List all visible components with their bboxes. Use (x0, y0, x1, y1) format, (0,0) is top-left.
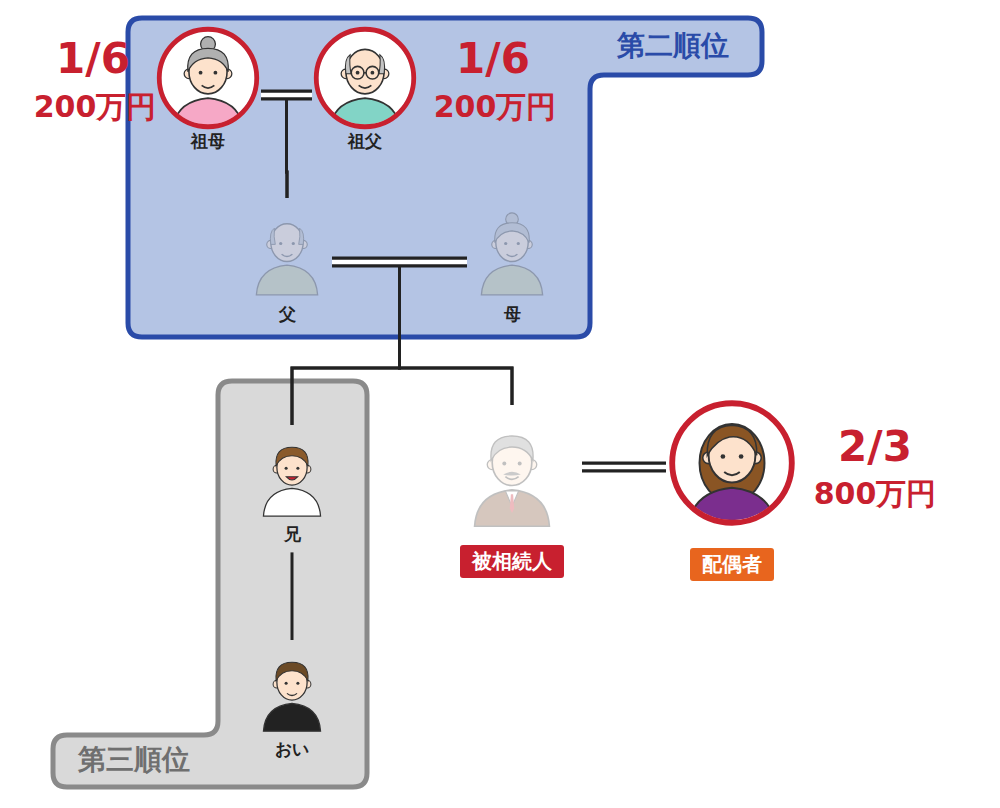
person-icon (250, 640, 334, 735)
share-fraction: 2/3 (838, 424, 912, 470)
person-drawing (475, 436, 550, 526)
person-figure: おい (250, 640, 334, 759)
person-icon (467, 198, 557, 298)
person-figure: 母 (467, 198, 557, 324)
line-inner (332, 260, 467, 265)
share-amount: 800万円 (814, 477, 937, 510)
band-outline (50, 378, 370, 790)
role-tag: 配偶者 (690, 548, 774, 581)
share-fraction: 1/6 (456, 36, 530, 82)
rank-title: 第二順位 (617, 31, 729, 62)
caption-row: 母 (467, 304, 557, 324)
spouse-figure: 配偶者 (666, 398, 798, 581)
rank-title: 第三順位 (78, 745, 190, 776)
line-stroke (291, 552, 294, 640)
role-tag: 被相続人 (460, 545, 564, 578)
rank-band: 第二順位祖母 祖父父 母 (125, 15, 765, 340)
line-inner (261, 93, 312, 98)
person-figure: 兄 (250, 425, 334, 544)
person-icon (667, 398, 797, 528)
line-inner (582, 465, 666, 470)
caption-row: おい (250, 739, 334, 759)
line-outer (332, 257, 467, 268)
caption-row: 配偶者 (666, 548, 798, 581)
person-name: おい (275, 739, 309, 759)
person-drawing (172, 37, 244, 131)
caption-row: 兄 (250, 524, 334, 544)
person-drawing (256, 224, 317, 295)
person-icon (457, 405, 567, 533)
person-name: 父 (279, 304, 296, 324)
marriage-line (261, 95, 312, 96)
highlight-ring (159, 29, 257, 127)
person-name: 祖母 (191, 131, 225, 151)
person-icon (312, 25, 418, 131)
line-outer (582, 462, 666, 473)
person-drawing (263, 447, 320, 516)
person-name: 母 (504, 304, 521, 324)
descent-line (292, 552, 293, 640)
share-amount: 200万円 (34, 90, 157, 123)
person-icon (242, 198, 332, 298)
rank-band: 第三順位 兄おい (50, 378, 370, 790)
person-figure: 父 (242, 198, 332, 324)
share-fraction: 1/6 (56, 36, 130, 82)
deceased-figure: 被相続人 (442, 405, 582, 578)
person-icon (250, 425, 334, 520)
caption-row: 父 (242, 304, 332, 324)
highlight-ring (672, 403, 792, 523)
share-amount: 200万円 (434, 90, 557, 123)
marriage-line (332, 262, 467, 263)
caption-row: 祖父 (312, 131, 418, 151)
line-outer (261, 90, 312, 101)
person-name: 祖父 (348, 131, 382, 151)
person-name: 兄 (284, 524, 301, 544)
person-drawing (263, 662, 320, 731)
heir-figure: 祖父 (312, 25, 418, 151)
heir-figure: 祖母 (155, 25, 261, 151)
person-drawing (481, 213, 542, 295)
highlight-ring (316, 29, 414, 127)
person-icon (155, 25, 261, 131)
marriage-line (582, 467, 666, 468)
caption-row: 被相続人 (442, 545, 582, 578)
caption-row: 祖母 (155, 131, 261, 151)
